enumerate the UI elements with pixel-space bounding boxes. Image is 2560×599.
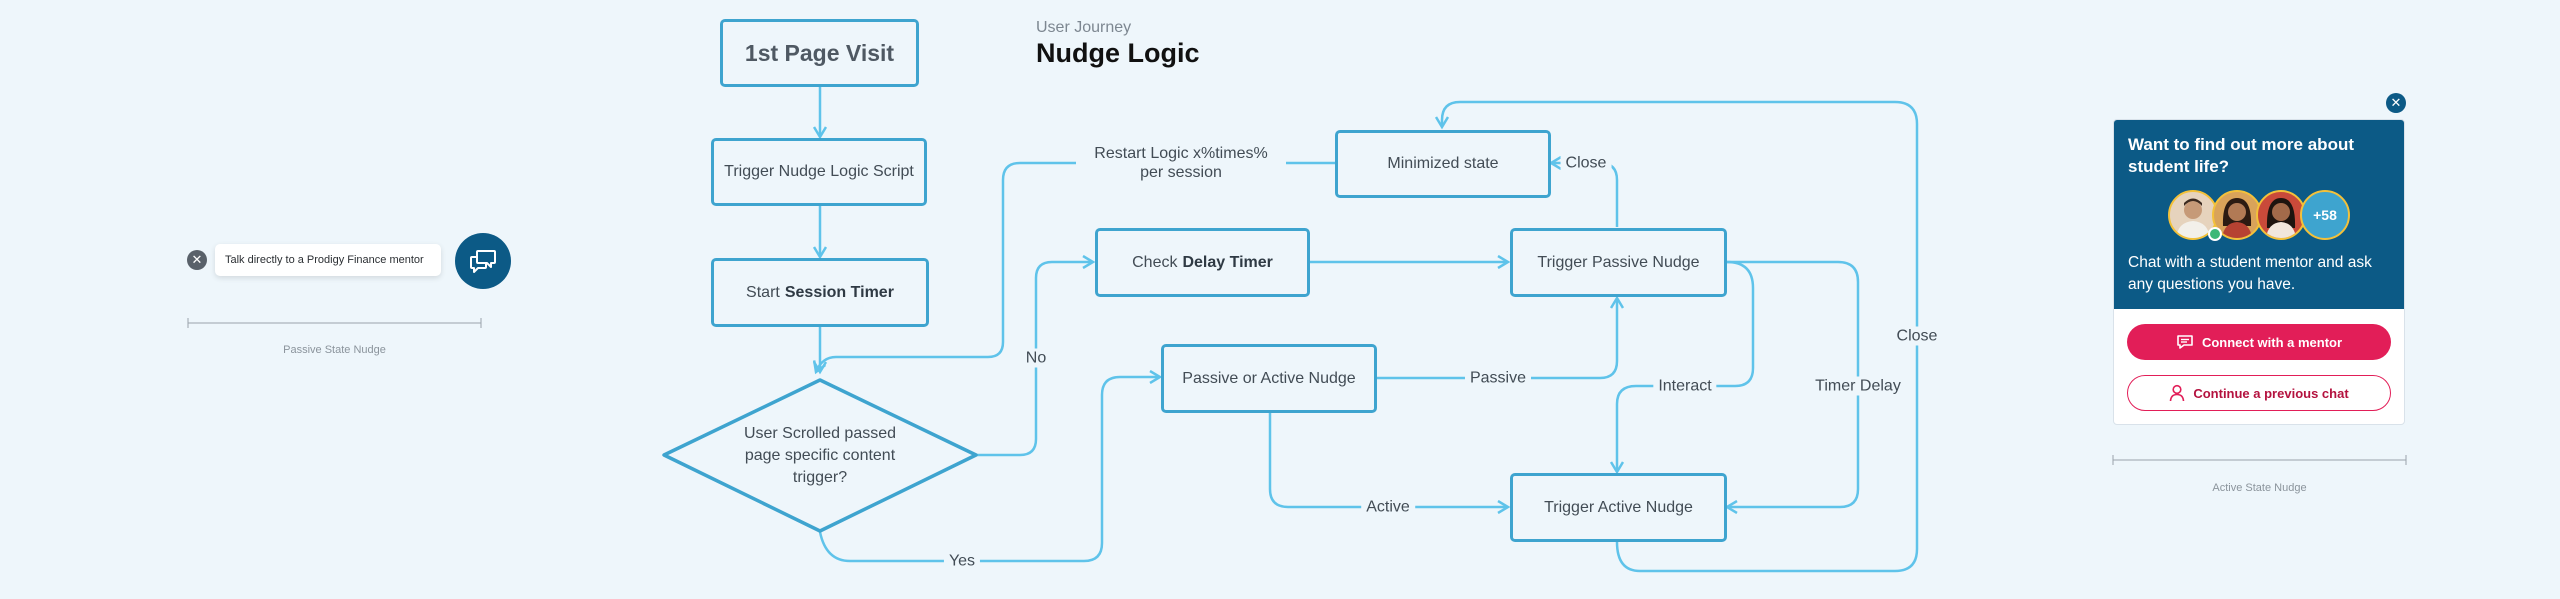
connect-mentor-label: Connect with a mentor — [2201, 334, 2343, 350]
edge-label-passive: Passive — [1464, 368, 1532, 388]
avatar — [2256, 190, 2306, 240]
more-mentors-badge: +58 — [2300, 190, 2350, 240]
active-close-button[interactable]: ✕ — [2386, 93, 2406, 113]
node-trigger-script-label: Trigger Nudge Logic Script — [724, 163, 914, 180]
edge-label-active: Active — [1361, 497, 1415, 517]
edge-label-close-right: Close — [1891, 326, 1943, 346]
passive-caption: Passive State Nudge — [283, 344, 386, 356]
edge-close-min — [1551, 163, 1619, 227]
node-trigger-active: Trigger Active Nudge — [1510, 473, 1727, 542]
node-passive-or-active: Passive or Active Nudge — [1161, 344, 1377, 413]
node-page-visit-label: 1st Page Visit — [744, 39, 895, 66]
node-trigger-active-label: Trigger Active Nudge — [1544, 498, 1693, 516]
close-icon: ✕ — [191, 252, 203, 267]
edge-passive — [1376, 298, 1617, 380]
chat-launcher-button[interactable] — [455, 233, 511, 289]
diagram-subtitle: User Journey — [1036, 19, 1132, 36]
node-trigger-passive: Trigger Passive Nudge — [1510, 228, 1727, 297]
panel-header: Want to find out more about student life… — [2114, 120, 2404, 309]
edge-close-right — [1442, 100, 1919, 573]
edge-label-close-minimized: Close — [1560, 153, 1612, 173]
active-caption: Active State Nudge — [2212, 482, 2307, 494]
passive-width-marker — [187, 318, 482, 328]
chat-icon — [2177, 335, 2193, 349]
node-check-bold: Delay Timer — [1182, 253, 1273, 271]
diagram-header: User Journey Nudge Logic — [1036, 18, 1200, 68]
continue-chat-button[interactable]: Continue a previous chat — [2127, 375, 2391, 411]
panel-description: Chat with a student mentor and ask any q… — [2128, 254, 2372, 293]
mentor-avatars: +58 — [2128, 190, 2390, 240]
edge-label-no: No — [1020, 348, 1052, 368]
chat-bubbles-icon — [470, 250, 496, 273]
node-minimized-label: Minimized state — [1387, 155, 1499, 172]
edge-yes — [818, 377, 1160, 563]
diagram-title: Nudge Logic — [1036, 38, 1200, 68]
edge-label-restart: Restart Logic x%times% per session — [1076, 144, 1286, 182]
connect-mentor-button[interactable]: Connect with a mentor — [2127, 324, 2391, 360]
node-trigger-script: Trigger Nudge Logic Script — [711, 138, 927, 206]
edge-label-interact: Interact — [1653, 376, 1717, 396]
edge-interact — [1617, 260, 1755, 472]
close-icon: ✕ — [2390, 95, 2402, 110]
node-passive-or-active-label: Passive or Active Nudge — [1182, 369, 1356, 387]
passive-close-button[interactable]: ✕ — [187, 250, 207, 270]
online-status-dot — [2208, 227, 2222, 241]
node-scroll-decision-label: User Scrolled passed page specific conte… — [743, 425, 897, 486]
continue-chat-label: Continue a previous chat — [2193, 385, 2349, 401]
active-nudge-panel: Want to find out more about student life… — [2113, 119, 2405, 425]
edge-active — [1268, 412, 1508, 507]
active-width-marker — [2112, 455, 2407, 465]
decision-diamond — [662, 378, 978, 533]
node-start-bold: Session Timer — [784, 283, 894, 301]
node-trigger-passive-label: Trigger Passive Nudge — [1537, 253, 1700, 271]
edge-label-yes: Yes — [943, 551, 981, 571]
passive-tooltip[interactable]: Talk directly to a Prodigy Finance mento… — [215, 244, 441, 276]
node-minimized-state: Minimized state — [1335, 130, 1551, 198]
node-start-prefix: Start — [746, 283, 780, 301]
node-check-prefix: Check — [1132, 253, 1178, 271]
edge-label-timer-delay: Timer Delay — [1810, 376, 1906, 396]
user-icon — [2170, 384, 2185, 402]
panel-title: Want to find out more about student life… — [2128, 135, 2354, 176]
edge-restart — [816, 161, 1335, 372]
node-page-visit: 1st Page Visit — [720, 19, 919, 87]
